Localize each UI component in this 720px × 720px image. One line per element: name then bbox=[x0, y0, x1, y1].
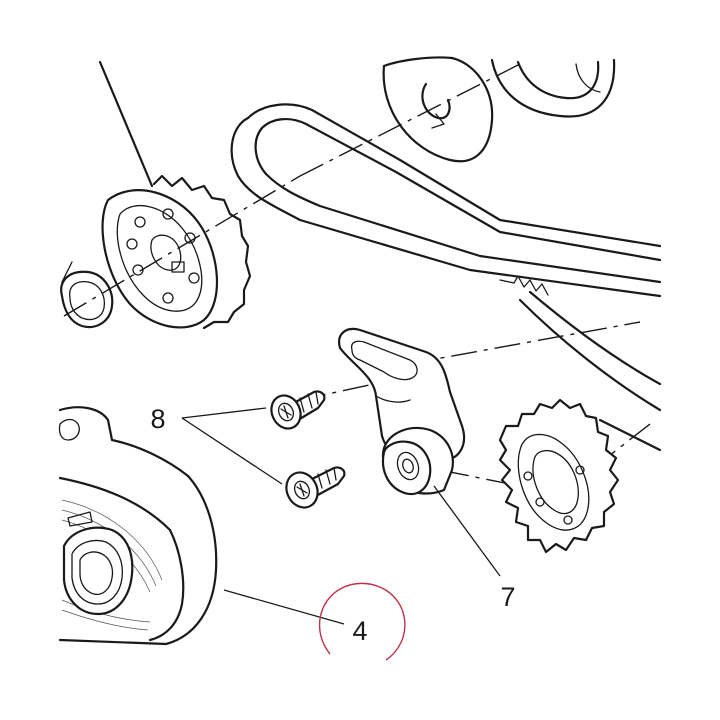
cam-sprocket bbox=[498, 398, 620, 554]
crank-sprocket bbox=[98, 60, 252, 330]
callout-7: 7 bbox=[500, 582, 515, 612]
flange-bolt-lower bbox=[285, 466, 346, 509]
leader-lines bbox=[181, 407, 501, 625]
leader-8-lower bbox=[181, 417, 283, 485]
leader-8-upper bbox=[181, 407, 267, 419]
tensioner-assembly bbox=[338, 327, 466, 496]
leader-7 bbox=[433, 485, 501, 577]
highlight-circle bbox=[318, 582, 406, 661]
cam-washer bbox=[382, 56, 494, 163]
engine-cover bbox=[58, 406, 218, 646]
callout-8: 8 bbox=[150, 404, 165, 434]
timing-belt bbox=[230, 103, 662, 452]
leader-4 bbox=[223, 589, 345, 625]
drive-hub bbox=[490, 58, 616, 118]
flange-bolt-upper bbox=[270, 390, 326, 430]
shaft-bearing bbox=[60, 261, 114, 329]
callout-4: 4 bbox=[352, 616, 367, 646]
